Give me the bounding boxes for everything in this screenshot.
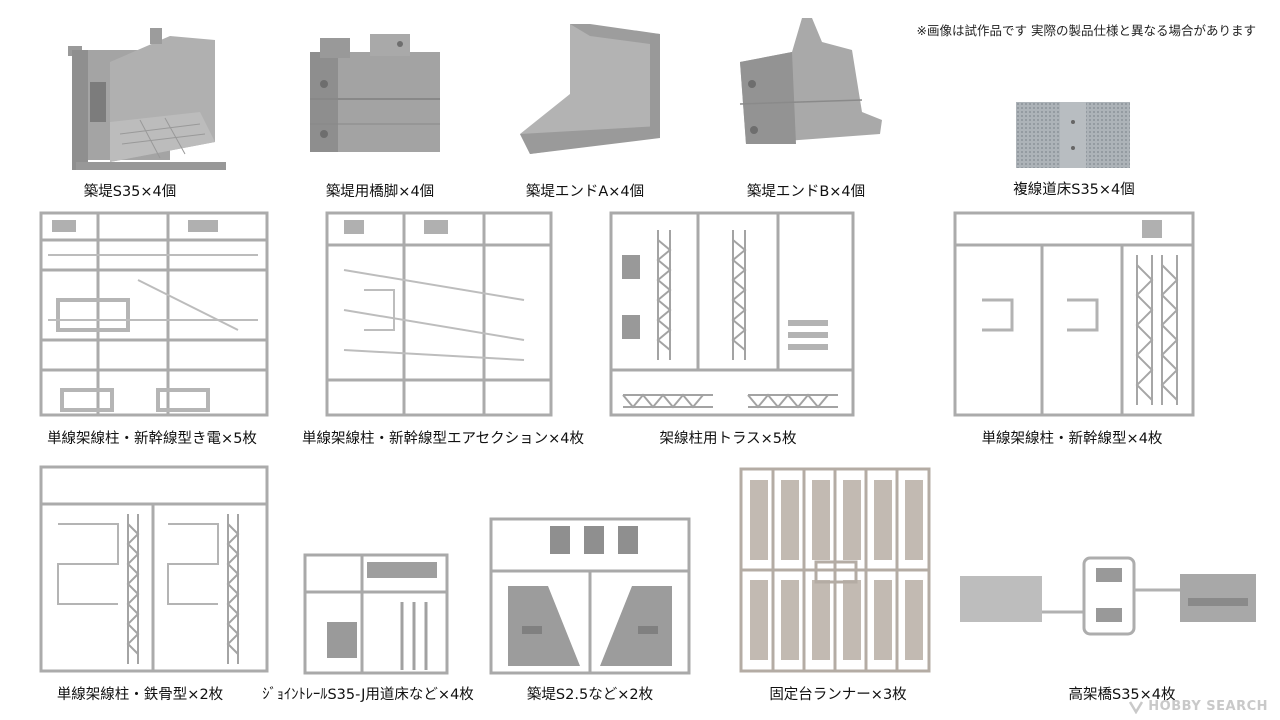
caption-sprue-shinkansen: 単線架線柱・新幹線型×4枚: [981, 431, 1163, 447]
sprue-feeder-image: [38, 210, 270, 418]
embankment-pier-image: [300, 24, 450, 164]
caption-runner-fixing-base: 固定台ランナー×3枚: [769, 687, 907, 703]
caption-sprue-steel-frame: 単線架線柱・鉄骨型×2枚: [56, 687, 224, 703]
sprue-joint-rail-image: [302, 552, 450, 676]
sprue-air-section-image: [324, 210, 554, 418]
double-track-bed-image: [1016, 102, 1130, 168]
caption-embankment-end-b: 築堤エンドB×4個: [746, 184, 866, 200]
caption-sprue-feeder: 単線架線柱・新幹線型き電×5枚: [47, 431, 257, 447]
runner-fixing-base-image: [738, 466, 932, 674]
sprue-embankment-s25-image: [488, 516, 692, 676]
hobby-search-watermark: HOBBY SEARCH: [1128, 699, 1268, 714]
caption-sprue-joint-rail: ｼﾞｮｲﾝﾄﾚｰﾙS35-J用道床など×4枚: [262, 687, 474, 703]
disclaimer-note: ※画像は試作品です 実際の製品仕様と異なる場合があります: [916, 23, 1256, 38]
embankment-end-a-image: [510, 14, 670, 164]
watermark-brand: HOBBY SEARCH: [1148, 699, 1268, 714]
caption-double-track-bed: 複線道床S35×4個: [1013, 182, 1135, 198]
hobby-search-logo-icon: [1128, 700, 1144, 714]
embankment-end-b-image: [732, 12, 892, 162]
caption-sprue-truss: 架線柱用トラス×5枚: [659, 431, 797, 447]
sprue-truss-image: [608, 210, 856, 418]
embankment-s35-image: [50, 22, 230, 172]
caption-sprue-embankment-s25: 築堤S2.5など×2枚: [526, 687, 654, 703]
viaduct-s35-image: [958, 554, 1258, 644]
caption-sprue-air-section: 単線架線柱・新幹線型エアセクション×4枚: [301, 431, 585, 447]
caption-viaduct-s35: 高架橋S35×4枚: [1068, 687, 1176, 703]
sprue-shinkansen-image: [952, 210, 1196, 418]
caption-embankment-end-a: 築堤エンドA×4個: [525, 184, 645, 200]
caption-embankment-s35: 築堤S35×4個: [83, 184, 177, 200]
sprue-steel-frame-image: [38, 464, 270, 674]
caption-embankment-pier: 築堤用橋脚×4個: [325, 184, 435, 200]
